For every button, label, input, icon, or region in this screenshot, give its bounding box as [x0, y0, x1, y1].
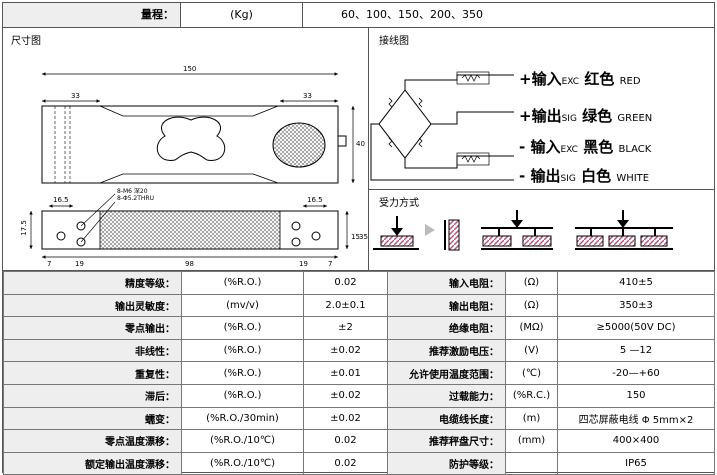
range-row: 量程： (Kg) 60、100、150、200、350: [3, 3, 714, 28]
dimension-drawing-title: 尺寸图: [11, 36, 41, 47]
spec-label: 非线性：: [3, 338, 182, 363]
spec-label: 允许使用温度范围：: [387, 361, 506, 385]
spec-label: 零点温度漂移：: [3, 429, 182, 453]
spec-unit: (V): [505, 338, 558, 363]
top-dim-left: 33: [71, 92, 80, 100]
spec-unit: (℃): [505, 361, 558, 385]
bottom-dim-3: 98: [185, 260, 194, 268]
spec-unit: (%R.O./30min): [181, 406, 304, 431]
hole-note-thread: 8-M6 深20: [117, 188, 148, 195]
spec-value: ±0.02: [303, 406, 388, 431]
right-dim-inner: 15: [351, 233, 360, 241]
spec-value: 350±3: [557, 293, 715, 318]
range-label: 量程：: [3, 3, 181, 27]
spec-value: 0.02: [303, 451, 388, 475]
loading-title: 受力方式: [379, 198, 419, 209]
spec-label: 重复性：: [3, 361, 182, 385]
small-dim-right: 16.5: [307, 196, 323, 204]
spec-label: 防护等级：: [387, 451, 506, 475]
small-dim-left: 16.5: [53, 196, 69, 204]
wire-line-green: +输出SIG 绿色 GREEN: [519, 107, 653, 125]
spec-value: ≥5000(50V DC): [557, 316, 715, 340]
spec-label: 过载能力：: [387, 383, 506, 408]
spec-value: 2.0±0.1: [303, 293, 388, 318]
spec-label: 推荐秤盘尺寸：: [387, 429, 506, 453]
spec-unit: (Ω): [505, 271, 558, 295]
spec-unit: (m): [505, 406, 558, 431]
bottom-dim-1: 7: [47, 260, 52, 268]
spec-unit: (Ω): [505, 293, 558, 318]
spec-unit: (%R.O.): [181, 338, 304, 363]
spec-unit: [505, 451, 558, 475]
spec-unit: (mm): [505, 429, 558, 453]
spec-unit: (%R.O./10℃): [181, 451, 304, 475]
spec-unit: (%R.C.): [505, 383, 558, 408]
spec-unit: (%R.O.): [181, 383, 304, 408]
spec-value: ±0.02: [303, 338, 388, 363]
left-dim: 17.5: [19, 220, 28, 236]
spec-value: 410±5: [557, 271, 715, 295]
wiring-diagram-panel: 接线图 +输入EXC 红色 RED +输出SIG 绿色 GREEN - 输入EX…: [369, 28, 714, 190]
spec-unit: (%R.O.): [181, 361, 304, 385]
spec-label: 绝缘电阻：: [387, 316, 506, 340]
spec-unit: (MΩ): [505, 316, 558, 340]
spec-value: 四芯屏蔽电线 Φ 5mm×2: [557, 406, 715, 431]
wire-line-white: - 输出SIG 白色 WHITE: [519, 167, 650, 185]
spec-value: 0.02: [303, 271, 388, 295]
spec-label: 输出灵敏度：: [3, 293, 182, 318]
spec-label: 额定输出温度漂移：: [3, 451, 182, 475]
spec-unit: (mv/v): [181, 293, 304, 318]
spec-value: IP65: [557, 451, 715, 475]
wiring-title: 接线图: [379, 36, 409, 47]
wire-line-red: +输入EXC 红色 RED: [519, 70, 641, 88]
side-dim-height: 40: [356, 140, 365, 148]
bottom-dim-5: 7: [328, 260, 333, 268]
bridge-circuit: [370, 71, 514, 181]
spec-value: -20—+60: [557, 361, 715, 385]
bottom-dim-2: 19: [75, 260, 84, 268]
spec-unit: (%R.O./10℃): [181, 429, 304, 453]
spec-unit: (%R.O.): [181, 271, 304, 295]
dimension-drawing-panel: 尺寸图: [3, 28, 369, 271]
bottom-dim-4: 19: [299, 260, 308, 268]
spec-label: 零点输出：: [3, 316, 182, 340]
spec-label: 电缆线长度：: [387, 406, 506, 431]
spec-label: 推荐激励电压：: [387, 338, 506, 363]
range-values: 60、100、150、200、350: [341, 8, 483, 21]
spec-value: ±0.02: [303, 383, 388, 408]
spec-value: 150: [557, 383, 715, 408]
spec-label: 输出电阻：: [387, 293, 506, 318]
top-dim-right: 33: [303, 92, 312, 100]
top-dim-overall: 150: [183, 65, 197, 73]
spec-value: ±0.01: [303, 361, 388, 385]
spec-value: ±2: [303, 316, 388, 340]
hole-note-thru: 8-Φ5.2THRU: [117, 195, 154, 202]
spec-label: 精度等级：: [3, 271, 182, 295]
spec-label: 蠕变：: [3, 406, 182, 431]
spec-value: 0.02: [303, 429, 388, 453]
range-unit: (Kg): [181, 3, 303, 27]
loading-method-diagrams: [373, 210, 673, 251]
spec-value: 400×400: [557, 429, 715, 453]
spec-label: 输入电阻：: [387, 271, 506, 295]
spec-unit: (%R.O.): [181, 316, 304, 340]
dimension-drawing: [29, 72, 355, 259]
loading-method-panel: 受力方式: [369, 190, 714, 271]
spec-label: 滞后：: [3, 383, 182, 408]
spec-value: 5 —12: [557, 338, 715, 363]
wire-line-black: - 输入EXC 黑色 BLACK: [519, 138, 652, 156]
right-dim-outer: 35: [359, 233, 368, 241]
